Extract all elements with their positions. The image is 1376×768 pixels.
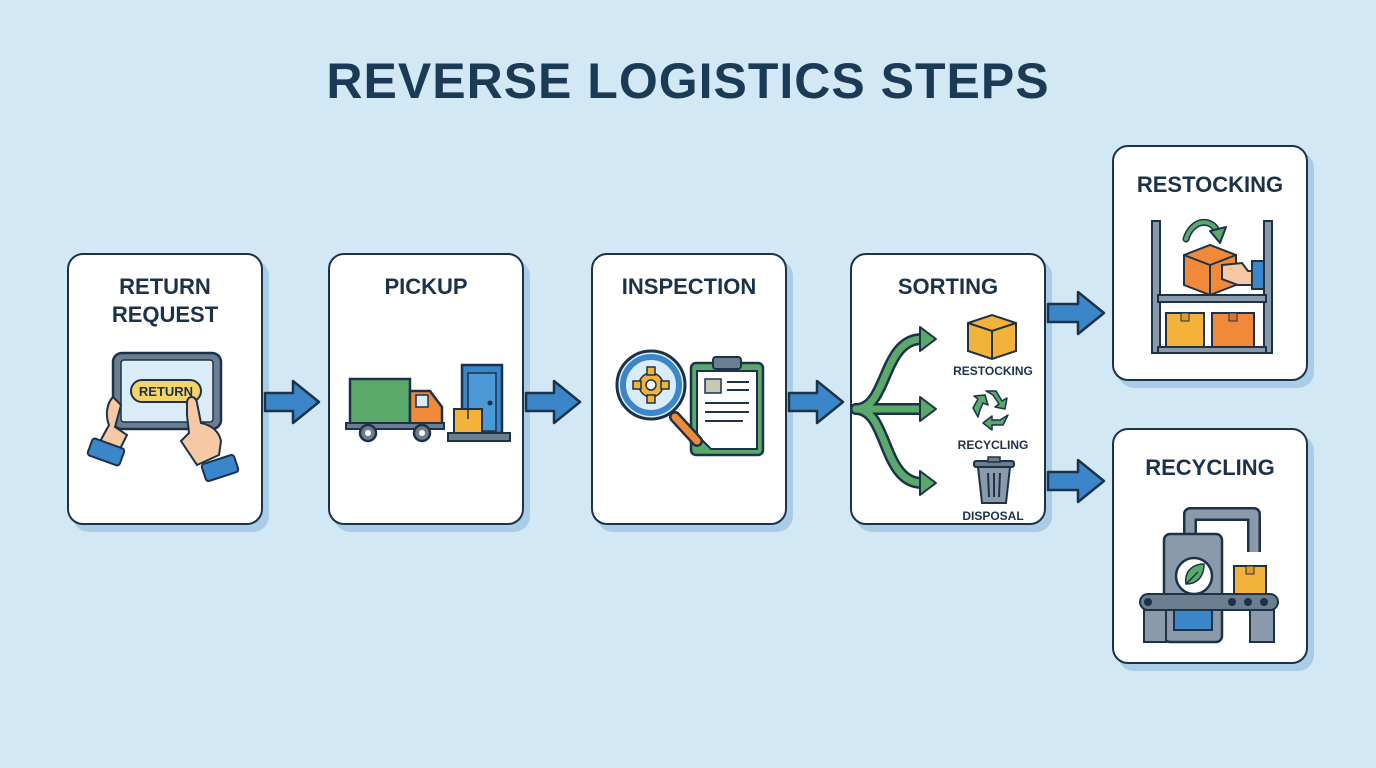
outcome-recycling: RECYCLING	[1112, 428, 1308, 664]
flow-arrow	[524, 379, 582, 425]
magnifier-gear-icon	[615, 349, 703, 447]
package-icon	[967, 313, 1017, 361]
return-button-text: RETURN	[139, 384, 193, 399]
branch-label-restocking: RESTOCKING	[953, 364, 1033, 378]
step-title-line1: RETURN	[119, 274, 211, 299]
page-title: REVERSE LOGISTICS STEPS	[326, 53, 1050, 109]
recycle-icon	[972, 390, 1009, 431]
step-title: INSPECTION	[621, 274, 757, 299]
step-pickup: PICKUP	[328, 253, 524, 525]
step-title: PICKUP	[384, 274, 468, 299]
step-inspection: INSPECTION	[591, 253, 787, 525]
tablet-icon: RETURN	[86, 351, 240, 483]
flow-arrow	[1046, 458, 1106, 504]
truck-icon	[345, 377, 445, 443]
step-title: RETURN REQUEST	[69, 273, 261, 329]
package-icon	[453, 408, 483, 434]
step-title-line2: REQUEST	[111, 302, 219, 327]
branch-label-recycling: RECYCLING	[958, 438, 1029, 452]
outcome-restocking: RESTOCKING	[1112, 145, 1308, 381]
outcome-title: RECYCLING	[1145, 455, 1275, 480]
trash-icon	[973, 456, 1015, 504]
hand-icon	[1221, 260, 1265, 290]
shelf-icon	[1151, 220, 1273, 354]
clipboard-icon	[689, 356, 765, 457]
hand-icon	[86, 395, 240, 483]
step-title: SORTING	[897, 274, 999, 299]
flow-arrow	[263, 379, 321, 425]
flow-arrow	[1046, 290, 1106, 336]
branch-label-disposal: DISPOSAL	[962, 509, 1023, 523]
leaf-icon	[1174, 556, 1214, 596]
flow-arrow	[787, 379, 845, 425]
step-return-request: RETURN REQUEST RETURN	[67, 253, 263, 525]
outcome-title: RESTOCKING	[1136, 172, 1284, 197]
step-sorting: SORTING RESTOCKING	[850, 253, 1046, 525]
